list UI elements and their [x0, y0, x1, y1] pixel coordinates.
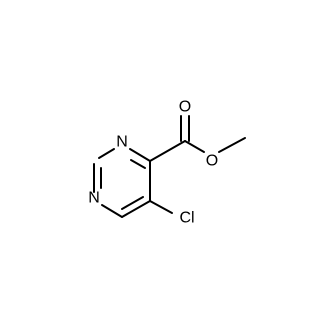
bond-ester-oxygen-methyl	[218, 137, 246, 153]
atom-label-carbonyl-oxygen: O	[179, 99, 191, 116]
atom-label-chlorine: Cl	[179, 210, 194, 227]
bond-c5-c6-inner	[121, 196, 144, 210]
bond-c4-carbonyl-carbon	[149, 140, 186, 162]
bond-n3-c4	[129, 148, 151, 162]
bond-n3-c4-inner	[130, 159, 146, 169]
atom-label-ester-oxygen: O	[206, 153, 218, 170]
bond-c6-n1	[101, 204, 123, 218]
bond-c2-n3	[98, 148, 115, 159]
bond-c5-c6	[121, 200, 151, 218]
atom-label-n-left: N	[88, 190, 100, 207]
atom-label-n-top: N	[116, 134, 128, 151]
bond-c5-chlorine	[149, 200, 173, 214]
bond-carbonyl-ester-oxygen	[184, 140, 205, 153]
